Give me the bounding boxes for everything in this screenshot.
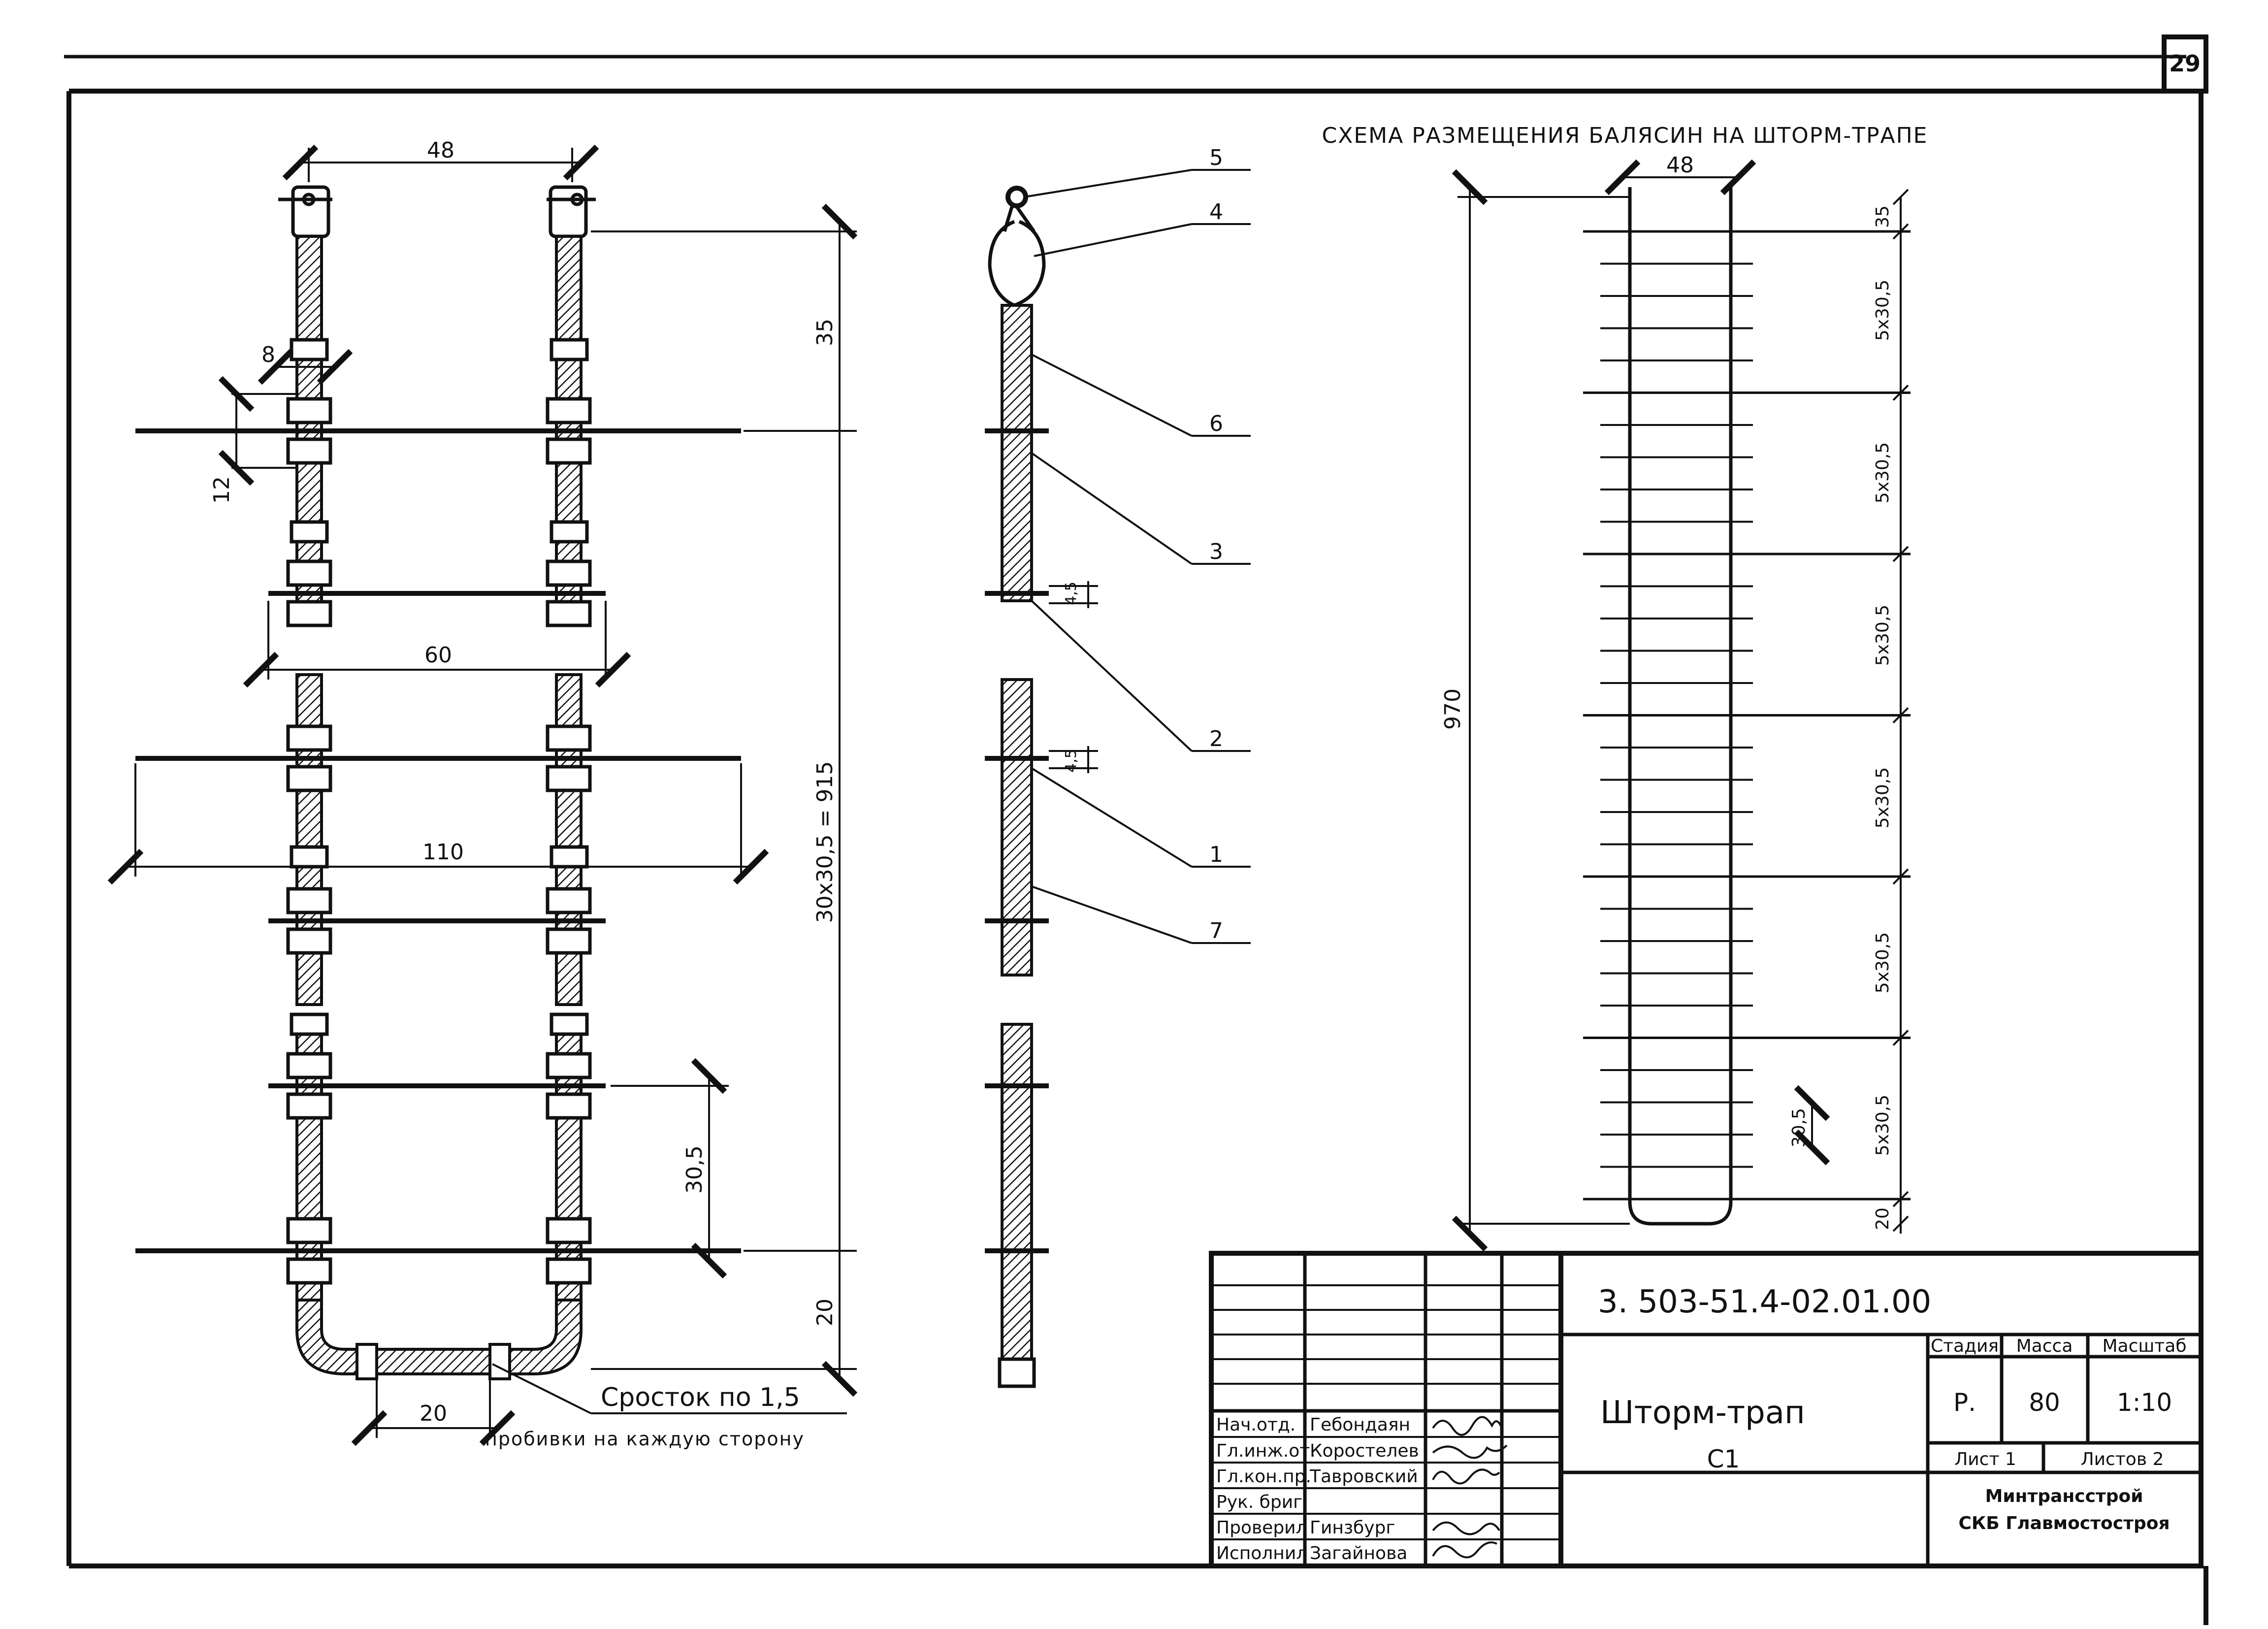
splice-wrap-left: [356, 1343, 378, 1380]
dim-splice: 20: [351, 1379, 516, 1446]
name-1: Гебондаян: [1310, 1415, 1410, 1435]
side-small-dims: 4,5 4,5: [1049, 581, 1098, 773]
dim-hole: 8: [258, 342, 353, 385]
scheme-segment-2: 5x30,5: [1873, 442, 1893, 503]
thimble: [988, 220, 1046, 307]
svg-text:4,5: 4,5: [1063, 582, 1080, 605]
scheme-dim-chain: 35 20 5x30,5 5x30,5 5x30,5 5x30,5 5x30,5…: [1873, 189, 1909, 1234]
value-stage: Р.: [1953, 1388, 1976, 1417]
scheme-dim-total: 970: [1440, 169, 1630, 1252]
scheme-dim-tick: [1892, 1191, 1909, 1207]
callout-4: 4: [1209, 199, 1223, 225]
shackle-pin: [1005, 186, 1028, 208]
signatures: [1432, 1416, 1508, 1559]
doc-number: 3. 503-51.4-02.01.00: [1598, 1284, 1931, 1320]
svg-text:110: 110: [422, 840, 464, 865]
scheme-dim-width: 48: [1604, 153, 1756, 195]
callout-2: 2: [1209, 726, 1223, 751]
splice-note: Сросток по 1,5 пробивки на каждую сторон…: [485, 1363, 847, 1450]
scheme-segment-5: 5x30,5: [1873, 932, 1893, 993]
value-mass: 80: [2029, 1388, 2060, 1417]
dim-vertical-chain: 35 30x30,5 = 915 20: [591, 203, 858, 1397]
rung-clamps: [286, 338, 592, 1285]
scheme-title: СХЕМА РАЗМЕЩЕНИЯ БАЛЯСИН НА ШТОРМ-ТРАПЕ: [1322, 123, 1928, 148]
ladder-side-view: 5 4 6 3 2 1 7 4,5 4,5: [985, 145, 1251, 1388]
scheme-ladder-outline: [1628, 187, 1733, 1226]
top-shackle-right: [547, 185, 596, 238]
org-bureau: СКБ Главмостостроя: [1958, 1513, 2170, 1533]
scheme-dim-tick: [1892, 385, 1909, 401]
role-3: Гл.кон.пр.: [1216, 1466, 1311, 1487]
scheme-rungs: [1583, 230, 1911, 1201]
scheme-dim-bottom: 20: [1873, 1207, 1893, 1230]
page-number: 29: [2169, 50, 2201, 77]
scheme-dim-tick: [1892, 223, 1909, 240]
callout-3: 3: [1209, 539, 1223, 564]
callout-7: 7: [1209, 918, 1223, 944]
ladder-front-view: 48 8 12 60 110: [107, 138, 858, 1450]
dim-width-top: 48: [282, 138, 599, 182]
value-scale: 1:10: [2117, 1388, 2172, 1417]
callout-5: 5: [1209, 145, 1223, 170]
svg-text:12: 12: [209, 476, 234, 504]
svg-text:60: 60: [424, 643, 452, 668]
svg-text:30,5: 30,5: [682, 1145, 707, 1194]
scheme-dim-tick: [1892, 189, 1909, 205]
header-mass: Масса: [2016, 1336, 2073, 1356]
scheme-dim-tick: [1892, 1215, 1909, 1232]
sheets-label: Листов 2: [2081, 1449, 2164, 1469]
sheet-label: Лист 1: [1954, 1449, 2016, 1469]
scheme-dim-tick: [1892, 1030, 1909, 1046]
bottom-rope-loop: [295, 1299, 583, 1375]
name-3: Тавровский: [1309, 1466, 1418, 1487]
name-5: Гинзбург: [1310, 1518, 1395, 1538]
title-block: Нач.отд. Гебондаян Гл.инж.от. Коростелев…: [1209, 1251, 2203, 1568]
dim-rung-span-mid: 60: [243, 601, 631, 688]
drawing-mark: С1: [1707, 1445, 1740, 1473]
svg-text:20: 20: [420, 1401, 447, 1426]
dim-rung-span-long: 110: [107, 763, 769, 885]
splice-wrap-right: [488, 1343, 511, 1380]
scheme-dim-tick: [1892, 868, 1909, 885]
header-stage: Стадия: [1931, 1336, 1999, 1356]
scheme-segment-4: 5x30,5: [1873, 767, 1893, 828]
side-rung-marks: [985, 428, 1049, 1253]
svg-text:4,5: 4,5: [1063, 749, 1080, 773]
svg-text:30x30,5 = 915: 30x30,5 = 915: [812, 761, 838, 923]
role-1: Нач.отд.: [1216, 1415, 1296, 1435]
svg-text:пробивки на каждую сторону: пробивки на каждую сторону: [485, 1428, 805, 1450]
scheme-segment-3: 5x30,5: [1873, 605, 1893, 666]
svg-text:48: 48: [427, 138, 454, 163]
scheme-dim-tick: [1892, 707, 1909, 723]
org-ministry: Минтрансстрой: [1985, 1486, 2143, 1506]
role-5: Проверил: [1216, 1518, 1307, 1538]
dim-pitch: 30,5: [611, 1058, 729, 1279]
scheme-segment-1: 5x30,5: [1873, 280, 1893, 341]
svg-text:48: 48: [1666, 153, 1694, 178]
rung-layout-scheme: СХЕМА РАЗМЕЩЕНИЯ БАЛЯСИН НА ШТОРМ-ТРАПЕ …: [1322, 123, 1928, 1252]
scheme-segment-6: 5x30,5: [1873, 1095, 1893, 1156]
role-2: Гл.инж.от.: [1216, 1441, 1316, 1461]
scheme-dim-pitch: 30,5: [1789, 1085, 1830, 1166]
svg-text:20: 20: [812, 1299, 838, 1326]
role-4: Рук. бриг.: [1216, 1492, 1308, 1512]
scheme-dim-top: 35: [1873, 205, 1893, 228]
svg-text:8: 8: [261, 342, 275, 367]
dim-rung-thickness: 12: [209, 376, 295, 504]
name-2: Коростелев: [1310, 1441, 1419, 1461]
svg-text:970: 970: [1440, 688, 1465, 730]
header-scale: Масштаб: [2102, 1336, 2186, 1356]
callout-6: 6: [1209, 411, 1223, 436]
svg-text:35: 35: [812, 319, 838, 346]
svg-text:Сросток по 1,5: Сросток по 1,5: [601, 1383, 800, 1412]
callout-1: 1: [1209, 842, 1223, 867]
name-6: Загайнова: [1310, 1543, 1407, 1564]
scheme-dim-tick: [1892, 546, 1909, 562]
drawing-name: Шторм-трап: [1600, 1395, 1805, 1431]
callouts: 5 4 6 3 2 1 7: [1024, 145, 1251, 944]
svg-text:30,5: 30,5: [1789, 1108, 1809, 1147]
top-shackle-left: [278, 185, 332, 238]
role-6: Исполнил: [1216, 1543, 1307, 1564]
